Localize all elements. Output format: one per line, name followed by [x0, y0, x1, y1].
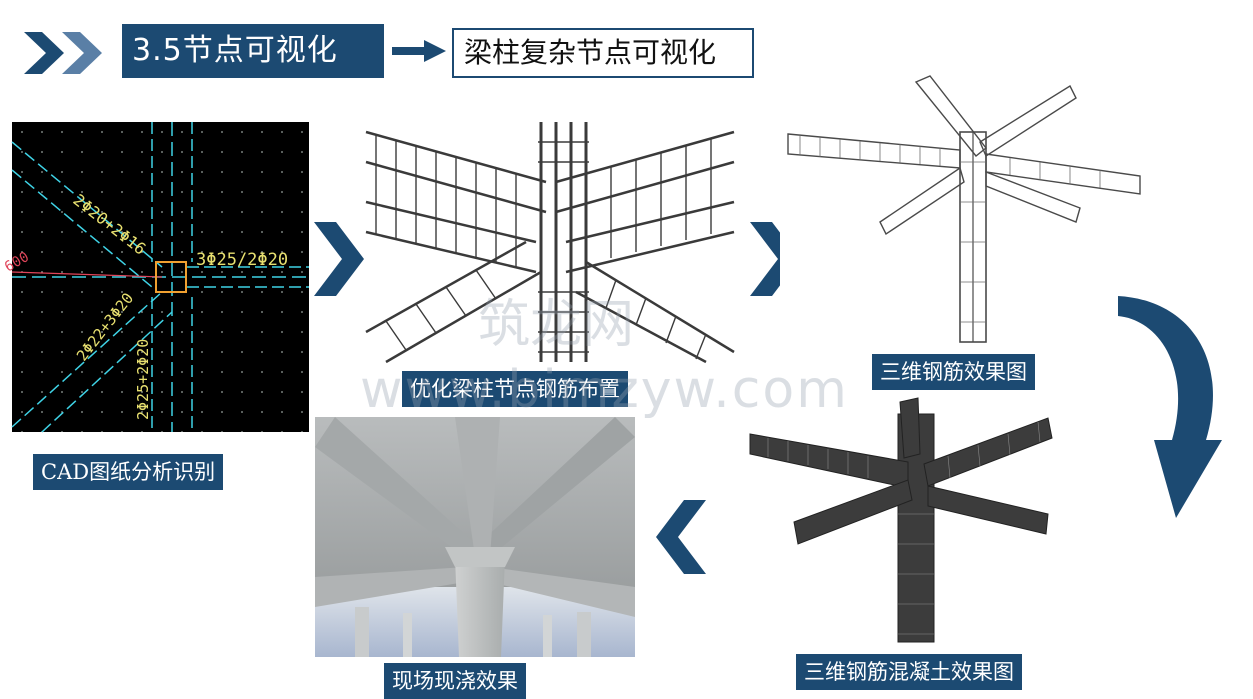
header-chevrons-icon: [24, 32, 102, 74]
cad-drawing: 2Φ20+2Φ16 3Φ25/2Φ20 2Φ22+3Φ20 2Φ25+2Φ20 …: [2, 122, 309, 433]
rebar-concrete-3d-image: [748, 394, 1058, 648]
label-concrete3d: 三维钢筋混凝土效果图: [796, 654, 1022, 690]
section-title: 3.5节点可视化: [122, 24, 384, 78]
arrow-right-icon: [392, 40, 446, 62]
cad-annotation-beam2: 3Φ25/2Φ20: [196, 250, 288, 270]
label-optimize: 优化梁柱节点钢筋布置: [402, 371, 628, 407]
label-cad: CAD图纸分析识别: [33, 454, 224, 490]
cad-drawing-panel: 2Φ20+2Φ16 3Φ25/2Φ20 2Φ22+3Φ20 2Φ25+2Φ20 …: [2, 122, 309, 433]
chevron-left-icon: [656, 500, 706, 574]
label-onsite: 现场现浇效果: [384, 663, 526, 699]
rebar-3d-image: [780, 72, 1152, 350]
watermark-url: www.bimzyw.com: [360, 360, 849, 420]
curved-arrow-down-icon: [1118, 296, 1222, 518]
onsite-concrete-photo: [315, 417, 635, 657]
chevron-right-icon: [314, 222, 364, 296]
watermark-cn: 筑龙网: [478, 295, 635, 355]
rebar-layout-image: [365, 122, 735, 364]
section-subtitle: 梁柱复杂节点可视化: [452, 28, 754, 78]
label-rebar3d: 三维钢筋效果图: [872, 354, 1035, 390]
cad-annotation-beam4: 2Φ25+2Φ20: [134, 339, 152, 420]
